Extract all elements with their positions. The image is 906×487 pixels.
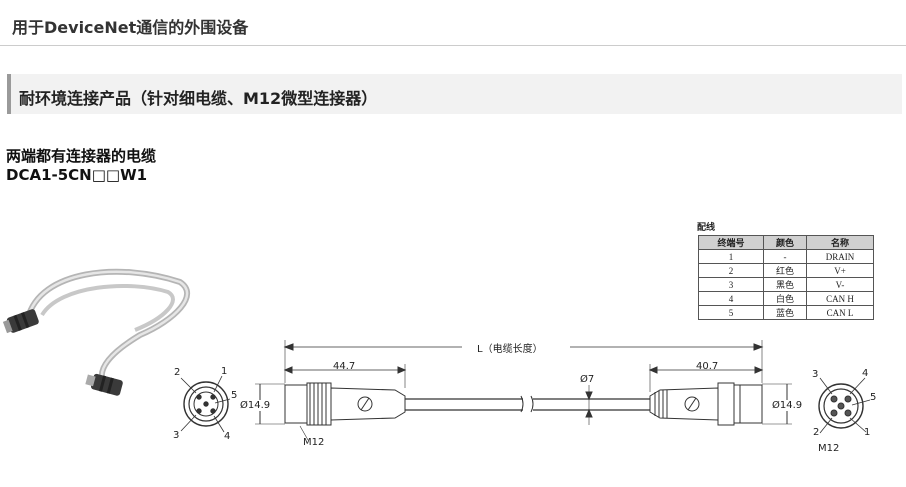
right-pin-label: 4 <box>862 368 869 379</box>
left-pin-label: 2 <box>174 367 181 378</box>
wiring-cell: - <box>763 249 807 264</box>
table-row: 4 白色 CAN H <box>698 291 874 306</box>
table-row: 1 - DRAIN <box>698 249 874 264</box>
wiring-cell: CAN L <box>806 305 874 320</box>
wiring-cell: 黑色 <box>763 277 807 292</box>
left-connector-face <box>180 375 231 433</box>
section-accent-bar <box>7 74 11 114</box>
right-pin-label: 1 <box>864 427 871 438</box>
left-pin-label: 3 <box>173 430 180 441</box>
cable-diameter-label: Ø7 <box>580 374 595 385</box>
right-pin-label: 5 <box>870 392 877 403</box>
product-model: DCA1-5CN□□W1 <box>6 166 148 184</box>
right-pin-label: 2 <box>813 427 820 438</box>
wiring-col-terminal: 终端号 <box>698 235 764 250</box>
length-label: L（电缆长度） <box>474 340 546 355</box>
left-pin-label: 4 <box>224 431 231 442</box>
right-thread-label: M12 <box>818 443 840 454</box>
wiring-cell: 5 <box>698 305 764 320</box>
header-divider <box>0 45 906 46</box>
wiring-col-color: 颜色 <box>763 235 807 250</box>
right-diameter-label: Ø14.9 <box>772 400 803 411</box>
left-thread-label: M12 <box>303 437 325 448</box>
left-diameter-label: Ø14.9 <box>240 400 271 411</box>
cable-photo <box>2 268 190 396</box>
wiring-cell: DRAIN <box>806 249 874 264</box>
right-length-label: 40.7 <box>696 361 719 372</box>
table-row: 5 蓝色 CAN L <box>698 305 874 320</box>
wiring-cell: CAN H <box>806 291 874 306</box>
wiring-cell: 白色 <box>763 291 807 306</box>
wiring-cell: 1 <box>698 249 764 264</box>
table-row: 2 红色 V+ <box>698 263 874 278</box>
wiring-cell: 3 <box>698 277 764 292</box>
product-name: 两端都有连接器的电缆 <box>6 147 157 165</box>
cable-side-view <box>255 340 792 441</box>
wiring-cell: 红色 <box>763 263 807 278</box>
wiring-cell: 蓝色 <box>763 305 807 320</box>
wiring-header-row: 终端号 颜色 名称 <box>698 235 874 250</box>
page-title: 用于DeviceNet通信的外围设备 <box>12 18 249 37</box>
wiring-cell: 2 <box>698 263 764 278</box>
left-pin-label: 5 <box>231 390 238 401</box>
page-header: 用于DeviceNet通信的外围设备 <box>0 0 906 46</box>
wiring-table: 终端号 颜色 名称 1 - DRAIN 2 红色 V+ 3 黑色 V- 4 白色… <box>698 235 874 320</box>
right-pin-label: 3 <box>812 369 819 380</box>
table-row: 3 黑色 V- <box>698 277 874 292</box>
right-connector-face <box>818 377 871 434</box>
section-heading: 耐环境连接产品（针对细电缆、M12微型连接器） <box>7 74 902 114</box>
left-pin-label: 1 <box>221 366 228 377</box>
wiring-title: 配线 <box>697 223 716 233</box>
left-length-label: 44.7 <box>333 361 356 372</box>
wiring-col-name: 名称 <box>806 235 874 250</box>
wiring-cell: V+ <box>806 263 874 278</box>
section-title: 耐环境连接产品（针对细电缆、M12微型连接器） <box>19 89 378 108</box>
wiring-cell: 4 <box>698 291 764 306</box>
wiring-cell: V- <box>806 277 874 292</box>
